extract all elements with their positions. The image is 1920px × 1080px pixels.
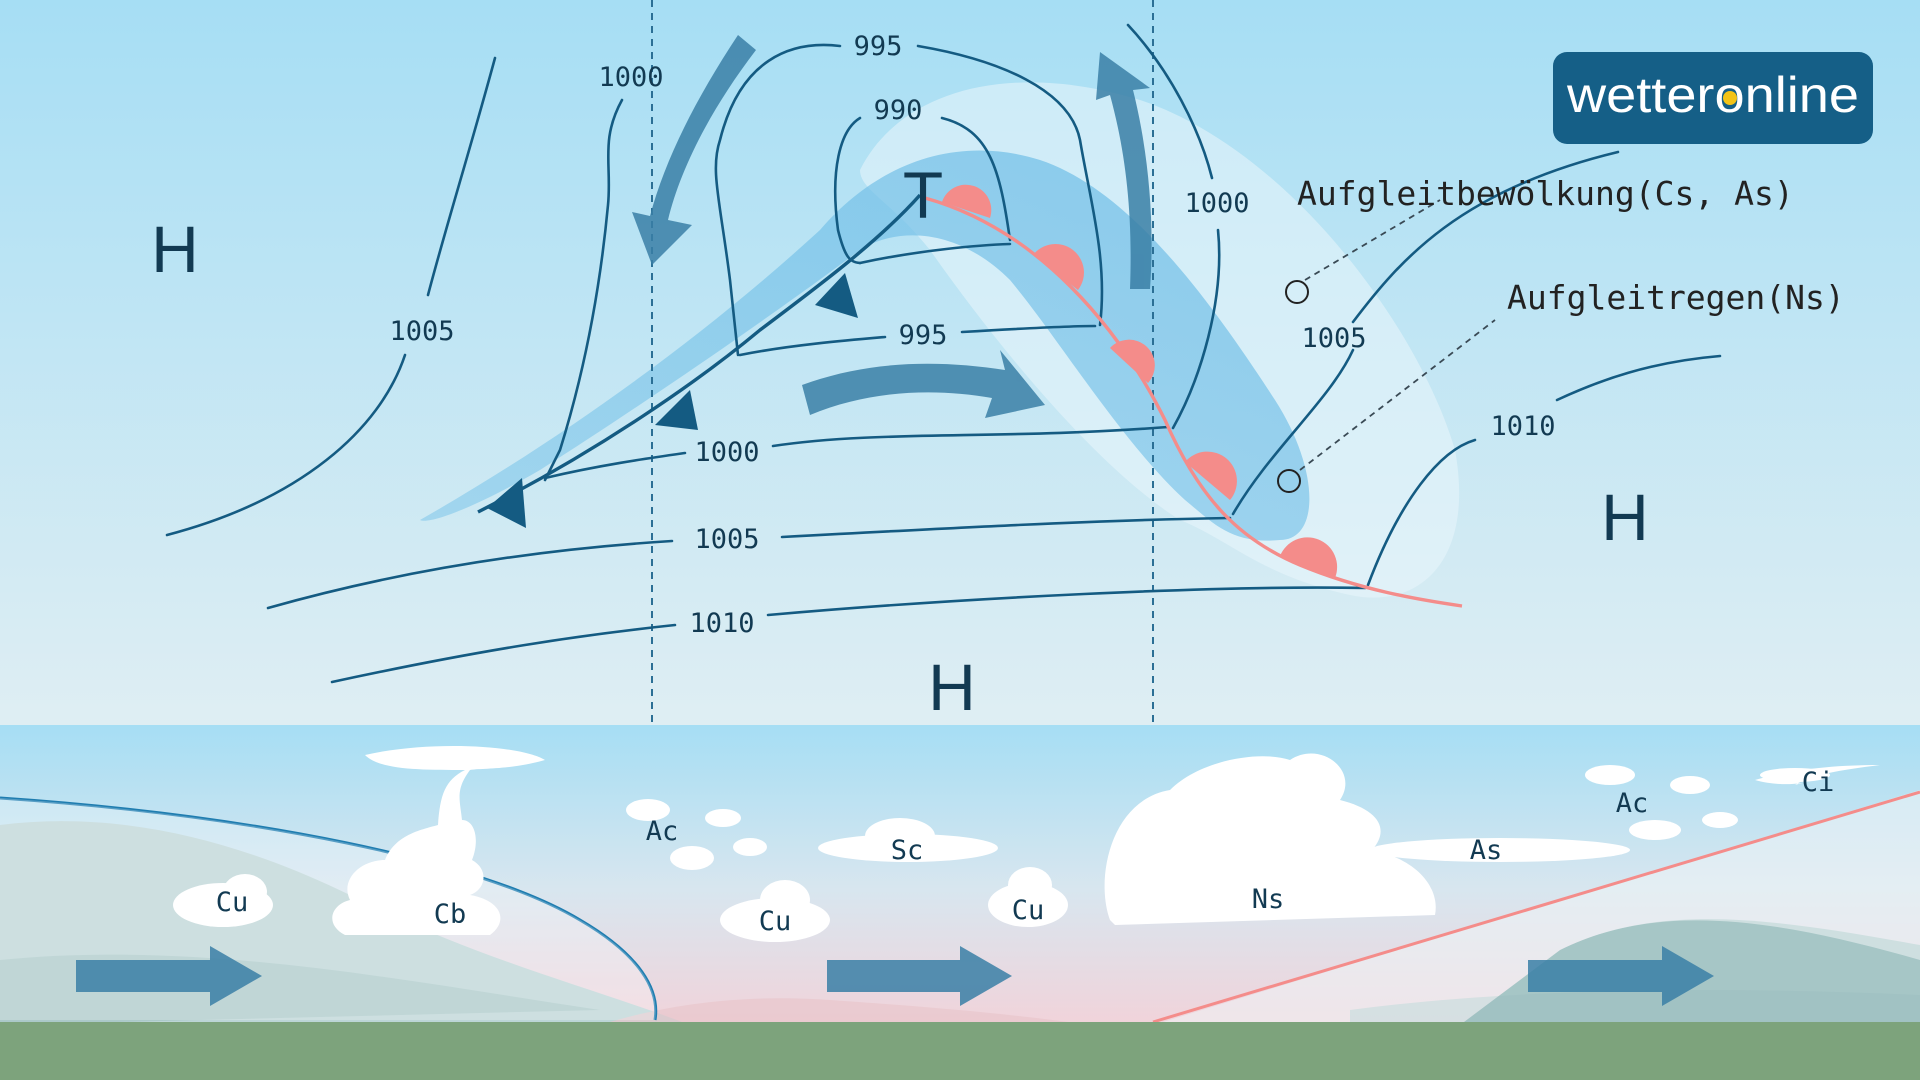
ac-cloud-right-puff — [1629, 820, 1681, 840]
high-center-letter: H — [928, 650, 976, 724]
cloud-label-ns: Ns — [1252, 884, 1285, 915]
ground — [0, 1022, 1920, 1080]
isobar-label-1000-top: 1000 — [598, 62, 663, 93]
ac-cloud-puff — [705, 809, 741, 827]
isobar-label-1005-bottom: 1005 — [694, 524, 759, 555]
rain-band-label: Aufgleitregen(Ns) — [1507, 278, 1845, 317]
high-right-letter: H — [1601, 480, 1649, 554]
cloud-label-cb: Cb — [434, 899, 467, 930]
cloud-label-ci: Ci — [1802, 767, 1835, 798]
isobar-label-1005-left: 1005 — [389, 316, 454, 347]
cloud-label-cu-center: Cu — [759, 906, 792, 937]
ac-cloud-right-puff — [1702, 812, 1738, 828]
cloud-label-as: As — [1470, 835, 1503, 866]
cloud-label-sc: Sc — [891, 835, 924, 866]
cloud-band-label: Aufgleitbewölkung(Cs, As) — [1297, 174, 1794, 213]
cloud-label-cu-left: Cu — [216, 887, 249, 918]
isobar-label-1010-right: 1010 — [1490, 411, 1555, 442]
isobar-label-990: 990 — [874, 95, 923, 126]
isobar-label-995-top: 995 — [854, 31, 903, 62]
ac-cloud-puff — [670, 846, 714, 870]
cloud-label-ac-left: Ac — [646, 816, 679, 847]
logo-sun-icon — [1723, 91, 1737, 105]
ac-cloud-right-puff — [1670, 776, 1710, 794]
low-letter: T — [903, 158, 943, 232]
isobar-label-1010-bottom: 1010 — [689, 608, 754, 639]
isobar-label-1000-right: 1000 — [1184, 188, 1249, 219]
logo-text: wetteronline — [1566, 67, 1859, 123]
cloud-label-ac-right: Ac — [1616, 788, 1649, 819]
isobar-label-1000-mid: 1000 — [694, 437, 759, 468]
wetteronline-logo: wetteronline — [1553, 52, 1873, 144]
high-left-letter: H — [151, 212, 199, 286]
isobar-label-1005-right: 1005 — [1301, 323, 1366, 354]
isobar-label-995-mid: 995 — [899, 320, 948, 351]
ac-cloud-right-puff — [1585, 765, 1635, 785]
cloud-label-cu-right: Cu — [1012, 895, 1045, 926]
ac-cloud-puff — [733, 838, 767, 856]
